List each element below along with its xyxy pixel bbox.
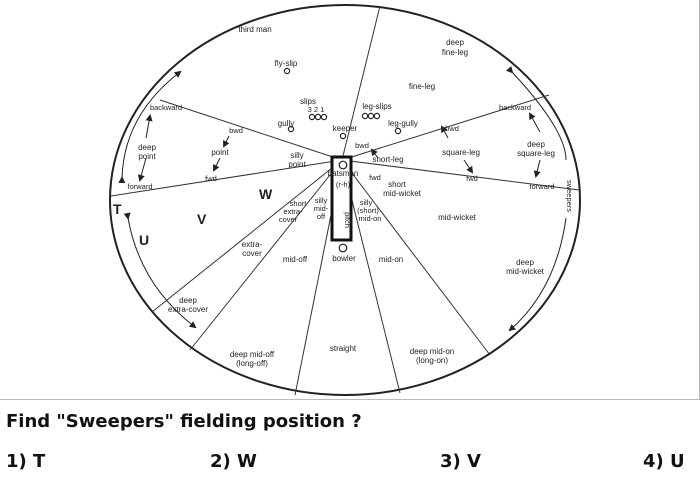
label-slip-numbers: 3 2 1 — [308, 105, 325, 114]
zone-letter-t: T — [113, 201, 122, 217]
question-text: Find "Sweepers" fielding position ? — [6, 411, 362, 432]
label-keeper: keeper — [333, 124, 358, 133]
label-deep-square-leg-2: square-leg — [517, 149, 555, 158]
label-short-extra-cover-1: short — [290, 199, 308, 208]
label-bwd-square-leg: bwd — [445, 124, 459, 133]
label-leg-gully: leg-gully — [388, 119, 418, 128]
cricket-field-diagram: pitch third man deep fine-leg fly-slip f… — [109, 4, 581, 396]
label-deep-square-leg-1: deep — [527, 140, 545, 149]
label-deep-point-2: point — [138, 152, 156, 161]
label-mid-off: mid-off — [283, 255, 308, 264]
sweepers-label: sweepers — [565, 180, 574, 212]
label-fwd-point: fwd — [205, 174, 217, 183]
label-rh: (r-h) — [336, 180, 351, 189]
label-bowler: bowler — [332, 254, 356, 263]
label-forward-right: forward — [529, 182, 554, 191]
label-fwd-center: fwd — [369, 173, 381, 182]
direction-arrows — [118, 65, 567, 332]
option-2[interactable]: 2) W — [210, 451, 257, 472]
pitch — [330, 155, 353, 242]
player-markers — [283, 67, 402, 253]
label-deep-fine-leg-1: deep — [446, 38, 464, 47]
zone-letter-w: W — [259, 186, 273, 202]
label-point: point — [211, 148, 229, 157]
label-silly-mid-off-3: off — [317, 212, 326, 221]
label-silly-mid-off-1: silly — [315, 196, 328, 205]
label-deep-extra-cover-2: extra-cover — [168, 305, 208, 314]
label-silly-mid-on-3: mid-on — [359, 214, 382, 223]
label-short-extra-cover-3: cover — [279, 215, 298, 224]
label-forward-left: forward — [127, 182, 152, 191]
label-leg-slips: leg-slips — [362, 102, 391, 111]
label-deep-mid-on-2: (long-on) — [416, 356, 448, 365]
label-bwd-center: bwd — [355, 141, 369, 150]
label-straight: straight — [330, 344, 357, 353]
label-square-leg: square-leg — [442, 148, 480, 157]
label-extra-cover-2: cover — [242, 249, 262, 258]
option-3[interactable]: 3) V — [440, 451, 481, 472]
label-short-leg: short-leg — [372, 155, 403, 164]
position-labels: third man deep fine-leg fly-slip fine-le… — [127, 25, 554, 368]
zone-letter-u: U — [139, 232, 149, 248]
label-deep-point-1: deep — [138, 143, 156, 152]
label-bwd-point: bwd — [229, 126, 243, 135]
label-gully: gully — [278, 119, 294, 128]
label-mid-wicket: mid-wicket — [438, 213, 477, 222]
label-deep-extra-cover-1: deep — [179, 296, 197, 305]
zone-letters: T U V W — [113, 186, 273, 248]
label-deep-mid-on-1: deep mid-on — [410, 347, 454, 356]
label-fly-slip: fly-slip — [275, 59, 298, 68]
label-batsman: batsman — [328, 169, 359, 178]
label-deep-fine-leg-2: fine-leg — [442, 48, 468, 57]
zone-letter-v: V — [197, 211, 207, 227]
label-silly-point-1: silly — [290, 151, 303, 160]
label-fwd-square-leg: fwd — [466, 174, 478, 183]
label-short-midwicket-2: mid-wicket — [383, 189, 422, 198]
label-backward-right: backward — [499, 103, 531, 112]
label-short-extra-cover-2: extra- — [283, 207, 303, 216]
label-deep-mid-off-1: deep mid-off — [230, 350, 275, 359]
label-fine-leg: fine-leg — [409, 82, 435, 91]
field-boundary — [109, 4, 581, 396]
label-extra-cover-1: extra- — [242, 240, 263, 249]
label-third-man: third man — [238, 25, 271, 34]
label-deep-midwicket-1: deep — [516, 258, 534, 267]
pitch-label: pitch — [343, 212, 352, 228]
option-4[interactable]: 4) U — [643, 451, 685, 472]
label-silly-point-2: point — [288, 160, 306, 169]
label-mid-on: mid-on — [379, 255, 403, 264]
option-1[interactable]: 1) T — [6, 451, 46, 472]
label-deep-midwicket-2: mid-wicket — [506, 267, 545, 276]
label-deep-mid-off-2: (long-off) — [236, 359, 268, 368]
label-backward-left: backward — [150, 103, 182, 112]
label-silly-mid-on-2: (short) — [357, 206, 379, 215]
label-short-midwicket-1: short — [388, 180, 407, 189]
label-silly-mid-on-1: silly — [360, 198, 373, 207]
label-silly-mid-off-2: mid- — [314, 204, 329, 213]
label-slips: slips — [300, 97, 316, 106]
